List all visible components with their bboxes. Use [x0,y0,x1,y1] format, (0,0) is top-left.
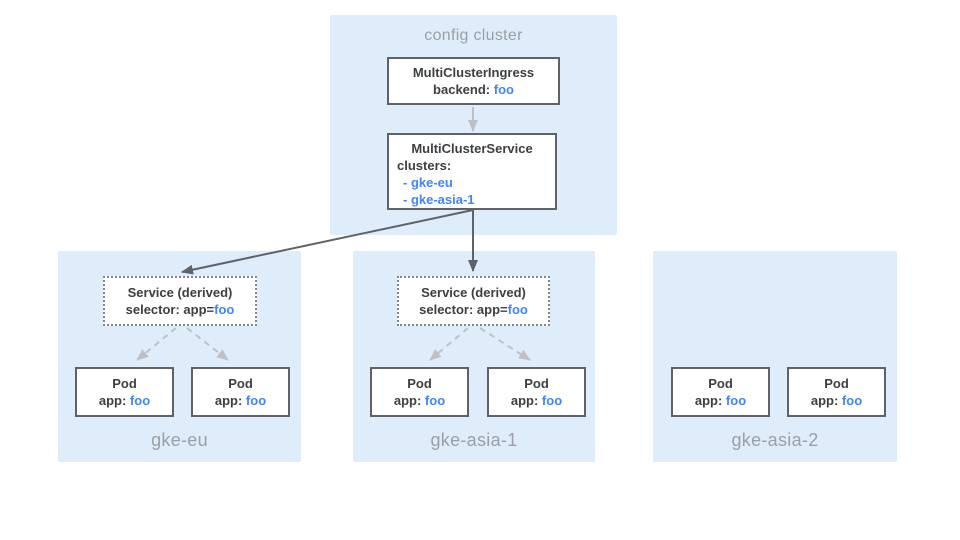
derived-service-selector-line: selector: app=foo [105,301,255,318]
multiclusterservice-title: MultiClusterService [411,141,533,156]
backend-label: backend: [433,82,494,97]
derived-service-title: Service (derived) [421,285,526,300]
gke-asia-1-cluster-label: gke-asia-1 [430,430,518,450]
pod-app-line: app: foo [789,392,884,409]
app-value: foo [424,393,446,408]
multiclusteringress-backend-line: backend: foo [389,81,558,98]
pod-title: Pod [708,376,733,391]
app-value: foo [245,393,267,408]
multiclusteringress-box: MultiClusterIngress backend: foo [387,57,560,105]
gke-eu-derived-service-box: Service (derived) selector: app=foo [103,276,257,326]
pod-title: Pod [228,376,253,391]
config-cluster-container: config cluster MultiClusterIngress backe… [330,15,617,235]
app-label: app: [98,393,130,408]
app-label: app: [510,393,542,408]
derived-service-selector-line: selector: app=foo [399,301,548,318]
cluster-item-gke-eu: - gke-eu [403,175,453,190]
gke-asia-1-pod-2-box: Pod app: foo [487,367,586,417]
gke-asia-1-pod-1-box: Pod app: foo [370,367,469,417]
pod-title: Pod [112,376,137,391]
app-label: app: [694,393,726,408]
gke-asia-2-pod-1-box: Pod app: foo [671,367,770,417]
gke-eu-pod-2-box: Pod app: foo [191,367,290,417]
multiclusterservice-box: MultiClusterService clusters: - gke-eu -… [387,133,557,210]
clusters-label: clusters: [397,158,452,173]
gke-eu-cluster-label: gke-eu [151,430,208,450]
pod-title: Pod [524,376,549,391]
backend-value: foo [493,82,514,97]
gke-asia-1-derived-service-box: Service (derived) selector: app=foo [397,276,550,326]
cluster-item-gke-asia-1: - gke-asia-1 [403,192,475,207]
app-label: app: [393,393,425,408]
pod-title: Pod [407,376,432,391]
app-label: app: [214,393,246,408]
gke-asia-2-cluster-label: gke-asia-2 [731,430,819,450]
pod-title: Pod [824,376,849,391]
gke-asia-2-cluster-container: Pod app: foo Pod app: foo gke-asia-2 [653,251,897,462]
pod-app-line: app: foo [372,392,467,409]
gke-eu-cluster-container: Service (derived) selector: app=foo Pod … [58,251,301,462]
pod-app-line: app: foo [489,392,584,409]
multiclusteringress-title: MultiClusterIngress [412,65,535,80]
gke-eu-pod-1-box: Pod app: foo [75,367,174,417]
config-cluster-label: config cluster [424,27,523,44]
selector-value: foo [507,302,528,317]
gke-asia-1-cluster-container: Service (derived) selector: app=foo Pod … [353,251,595,462]
derived-service-title: Service (derived) [127,285,233,300]
app-value: foo [725,393,747,408]
pod-app-line: app: foo [77,392,172,409]
pod-app-line: app: foo [193,392,288,409]
app-label: app: [810,393,842,408]
app-value: foo [129,393,151,408]
pod-app-line: app: foo [673,392,768,409]
selector-label: selector: app= [419,302,508,317]
selector-label: selector: app= [125,302,215,317]
gke-asia-2-pod-2-box: Pod app: foo [787,367,886,417]
selector-value: foo [214,302,235,317]
app-value: foo [841,393,863,408]
app-value: foo [541,393,563,408]
